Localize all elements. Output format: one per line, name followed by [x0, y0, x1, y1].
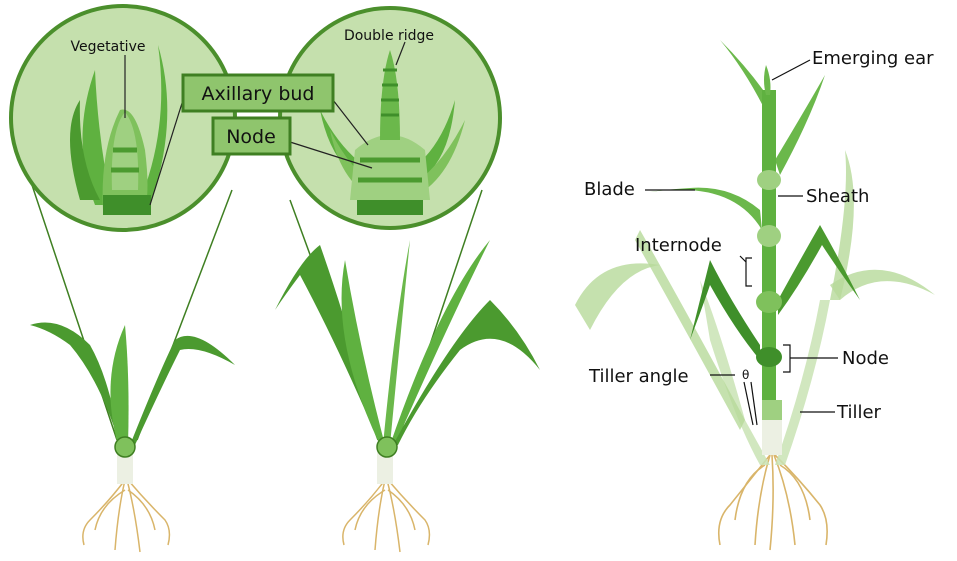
double-ridge-label: Double ridge [344, 28, 434, 44]
right-tiller [775, 300, 830, 465]
double-ridge-plant-roots [343, 480, 430, 552]
upper-right-blade [775, 75, 825, 175]
node-box: Node [213, 118, 290, 154]
double-ridge-magnifier: Double ridge [280, 8, 500, 440]
mature-plant-roots [719, 455, 827, 550]
internode-bracket [746, 258, 752, 286]
blade-label: Blade [584, 179, 635, 200]
emerging-ear-label: Emerging ear [812, 48, 934, 69]
vegetative-plant-roots [83, 480, 170, 552]
theta-symbol: θ [742, 368, 749, 382]
axillary-bud-label: Axillary bud [202, 83, 315, 105]
double-ridge-plant [275, 240, 540, 552]
mature-plant [575, 40, 935, 550]
sheath-label: Sheath [806, 186, 869, 207]
vegetative-plant [30, 323, 235, 553]
double-ridge-plant-apex-marker [377, 437, 397, 457]
node-box-label: Node [226, 126, 276, 148]
node-2 [757, 225, 781, 247]
node-4 [756, 347, 782, 367]
blade-leaf [650, 188, 762, 230]
axillary-bud-box: Axillary bud [183, 75, 333, 111]
node-1 [757, 170, 781, 190]
main-stem [762, 90, 776, 420]
tiller-angle-label: Tiller angle [588, 366, 689, 387]
vegetative-label: Vegetative [71, 39, 146, 55]
node-3 [756, 291, 782, 313]
emerging-ear-pointer [772, 60, 810, 80]
node-bracket [783, 345, 790, 372]
node-label: Node [842, 348, 889, 369]
internode-label: Internode [635, 235, 722, 256]
vegetative-plant-apex-marker [115, 437, 135, 457]
tiller-label: Tiller [836, 402, 882, 423]
